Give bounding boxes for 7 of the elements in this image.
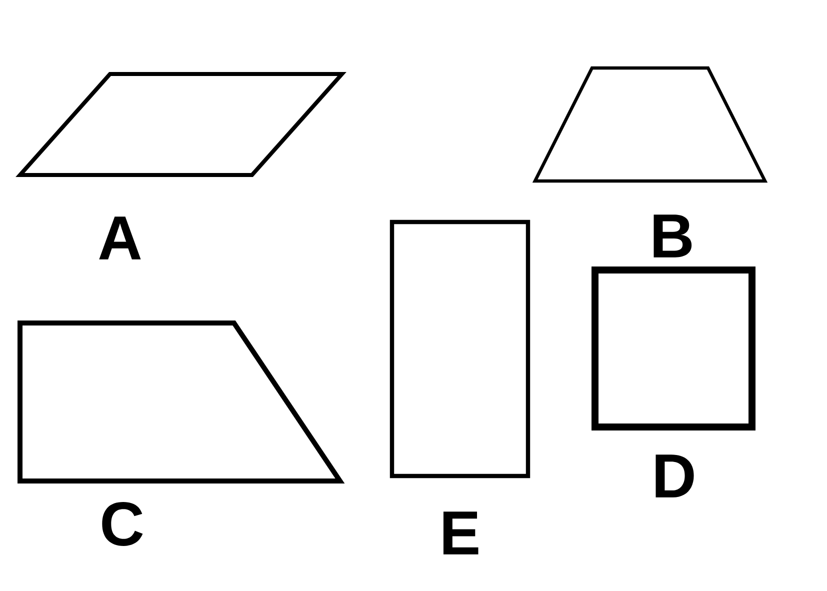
letter-label: A	[99, 216, 141, 260]
square-shape	[592, 266, 756, 430]
letter-label: C	[102, 502, 143, 546]
letter-label: D	[656, 454, 694, 498]
letter-label: E	[443, 512, 478, 554]
rectangle-shape	[390, 220, 530, 478]
letter-label: B	[654, 214, 692, 258]
